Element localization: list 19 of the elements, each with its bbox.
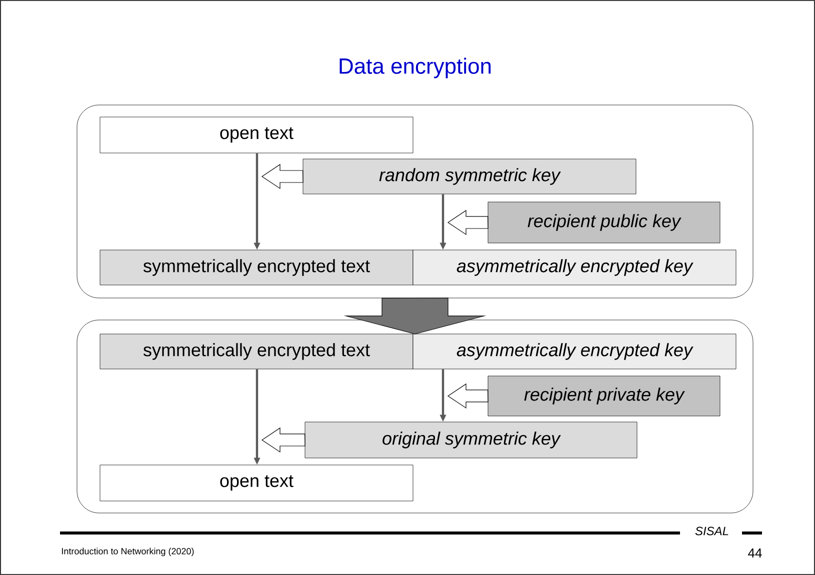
key-box: asymmetrically encrypted key: [412, 250, 736, 286]
text-box: open text: [100, 464, 414, 502]
block-arrow: [344, 298, 486, 334]
block-arrow: [447, 383, 488, 409]
block-arrow: [261, 427, 306, 453]
block-arrow: [261, 164, 304, 190]
text-box: symmetrically encrypted text: [100, 250, 414, 286]
text-box: symmetrically encrypted text: [100, 334, 414, 370]
title: Data encryption: [340, 58, 491, 78]
key-box: recipient private key: [488, 376, 720, 416]
key-box: random symmetric key: [302, 158, 636, 194]
footer-text: Introduction to Networking (2020): [62, 548, 194, 556]
key-box: original symmetric key: [304, 422, 638, 458]
text-box: open text: [100, 116, 414, 154]
footer-text: SISAL: [695, 526, 728, 536]
key-box: asymmetrically encrypted key: [412, 334, 736, 370]
block-arrow: [447, 210, 488, 236]
key-box: recipient public key: [488, 202, 720, 244]
page-number: 44: [748, 548, 762, 558]
